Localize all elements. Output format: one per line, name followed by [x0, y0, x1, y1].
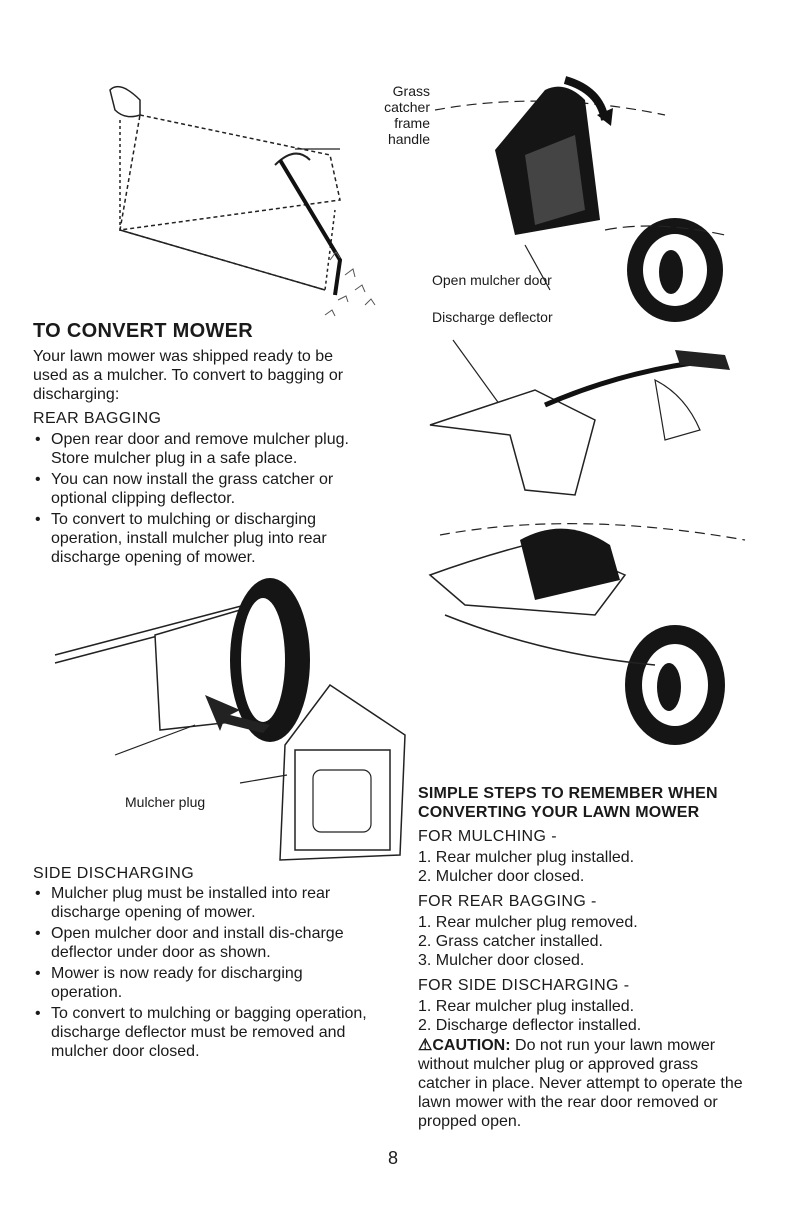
caution-text: Do not run your lawn mower without mulch…: [418, 1037, 743, 1130]
mulching-steps: 1. Rear mulcher plug installed. 2. Mulch…: [418, 848, 634, 886]
list-item: You can now install the grass catcher or…: [33, 470, 373, 508]
list-item: 3. Mulcher door closed.: [418, 952, 585, 969]
list-item: 1. Rear mulcher plug removed.: [418, 914, 638, 931]
grass-catcher-label: Grass catcher frame handle: [384, 83, 430, 147]
list-item: Mulcher plug must be installed into rear…: [33, 884, 378, 922]
rear-bagging-title: REAR BAGGING: [33, 410, 162, 427]
side-discharging-steps-title: FOR SIDE DISCHARGING -: [418, 977, 630, 994]
mulching-title: FOR MULCHING -: [418, 828, 557, 845]
list-item: 2. Grass catcher installed.: [418, 933, 603, 950]
list-item: Open mulcher door and install dis-charge…: [33, 924, 378, 962]
side-discharging-steps: 1. Rear mulcher plug installed. 2. Disch…: [418, 997, 641, 1035]
list-item: To convert to mulching or bagging operat…: [33, 1004, 378, 1061]
side-discharging-list: Mulcher plug must be installed into rear…: [33, 884, 378, 1063]
convert-heading: TO CONVERT MOWER: [33, 320, 253, 342]
page-number: 8: [388, 1148, 399, 1168]
mulcher-plug-illustration: [54, 578, 406, 861]
list-item: 2. Discharge deflector installed.: [418, 1017, 642, 1034]
list-item: 2. Mulcher door closed.: [418, 868, 585, 885]
list-item: 1. Rear mulcher plug installed.: [418, 998, 635, 1015]
convert-intro: Your lawn mower was shipped ready to be …: [33, 348, 344, 403]
mulcher-door-illustration: [434, 76, 726, 322]
discharge-deflector-illustration: [428, 339, 746, 745]
side-discharging-title: SIDE DISCHARGING: [33, 865, 195, 882]
caution-block: ⚠CAUTION: Do not run your lawn mower wit…: [418, 1036, 753, 1131]
rear-bagging-list: Open rear door and remove mulcher plug. …: [33, 430, 373, 569]
mulcher-door-label: Open mulcher door: [432, 272, 552, 288]
rear-bagging-steps: 1. Rear mulcher plug removed. 2. Grass c…: [418, 913, 638, 970]
rear-bagging-steps-title: FOR REAR BAGGING -: [418, 893, 597, 910]
mulcher-plug-label: Mulcher plug: [125, 794, 206, 810]
grass-catcher-illustration: [109, 85, 376, 317]
list-item: 1. Rear mulcher plug installed.: [418, 849, 635, 866]
discharge-deflector-label: Discharge deflector: [432, 309, 553, 325]
warning-icon: ⚠: [418, 1037, 433, 1054]
steps-heading: SIMPLE STEPS TO REMEMBER WHEN CONVERTING…: [418, 785, 718, 821]
list-item: Mower is now ready for discharging opera…: [33, 964, 378, 1002]
list-item: To convert to mulching or discharging op…: [33, 510, 373, 567]
list-item: Open rear door and remove mulcher plug. …: [33, 430, 373, 468]
caution-label: CAUTION:: [432, 1037, 511, 1054]
